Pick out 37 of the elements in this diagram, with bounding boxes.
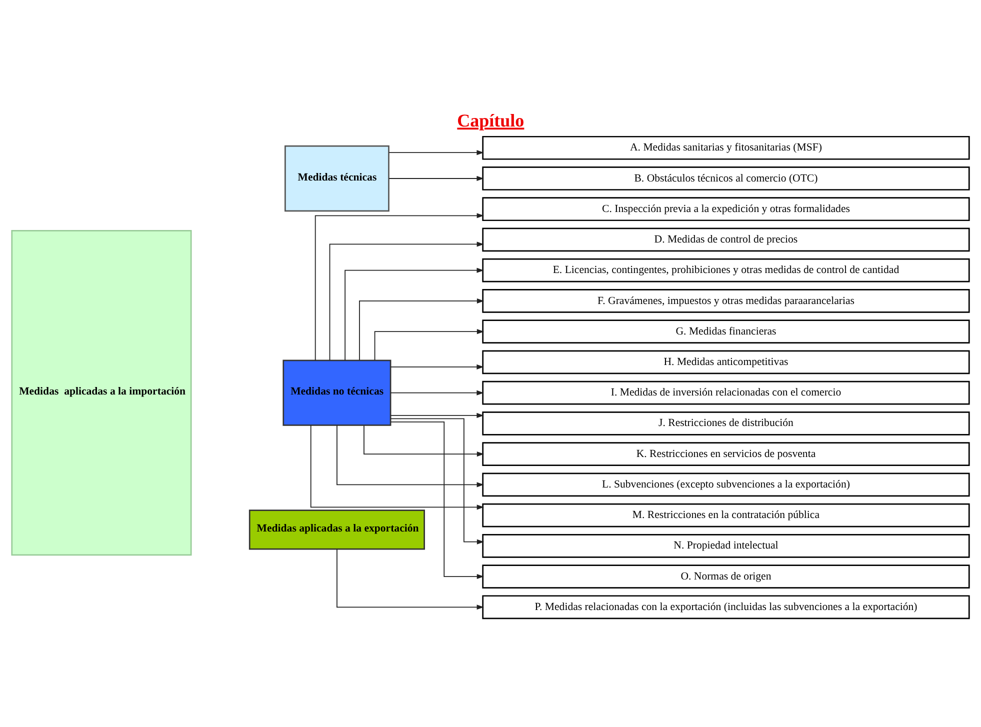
node-box: G. Medidas financieras: [482, 319, 970, 344]
node-box: Medidas aplicadas a la exportación: [248, 509, 425, 550]
node-box: B. Obstáculos técnicos al comercio (OTC): [482, 166, 970, 190]
node-box: Medidas aplicadas a la importación: [11, 230, 192, 556]
node-box: F. Gravámenes, impuestos y otras medidas paraarancelarias: [482, 288, 970, 312]
node-box: E. Licencias, contingentes, prohibiciones y otras medidas de control de cantidad: [482, 258, 970, 282]
node-box: D. Medidas de control de precios: [482, 227, 970, 252]
arrow: [329, 241, 484, 360]
node-box: P. Medidas relacionadas con la exportación (incluidas las subvenciones a la exportación): [482, 594, 970, 619]
node-box: N. Propiedad intelectual: [482, 533, 970, 558]
arrow: [359, 298, 484, 360]
arrow: [390, 412, 484, 418]
node-box: H. Medidas anticompetitivas: [482, 350, 970, 374]
arrow: [364, 424, 484, 456]
arrow: [388, 150, 484, 155]
arrow: [388, 175, 484, 181]
arrow: [336, 424, 484, 487]
arrow: [390, 364, 484, 369]
node-box: Medidas no técnicas: [282, 359, 392, 426]
node-box: Medidas técnicas: [284, 144, 390, 212]
arrow: [374, 328, 484, 360]
node-box: M. Restricciones en la contratación pública: [482, 502, 970, 527]
node-box: K. Restricciones en servicios de posventa: [482, 442, 970, 466]
arrow: [310, 424, 484, 510]
node-box: I. Medidas de inversión relacionadas con el comercio: [482, 380, 970, 404]
node-box: L. Subvenciones (excepto subvenciones a la exportación): [482, 472, 970, 496]
arrow: [390, 418, 484, 544]
diagram-title: Capítulo: [457, 110, 524, 130]
arrow: [336, 548, 484, 610]
arrow: [344, 267, 484, 360]
node-box: C. Inspección previa a la expedición y otras formalidades: [482, 196, 970, 221]
node-box: A. Medidas sanitarias y fitosanitarias (MSF): [482, 135, 970, 160]
node-box: J. Restricciones de distribución: [482, 411, 970, 435]
arrow: [314, 212, 484, 360]
arrow: [390, 390, 484, 395]
arrow: [390, 421, 484, 579]
node-box: O. Normas de origen: [482, 564, 970, 588]
